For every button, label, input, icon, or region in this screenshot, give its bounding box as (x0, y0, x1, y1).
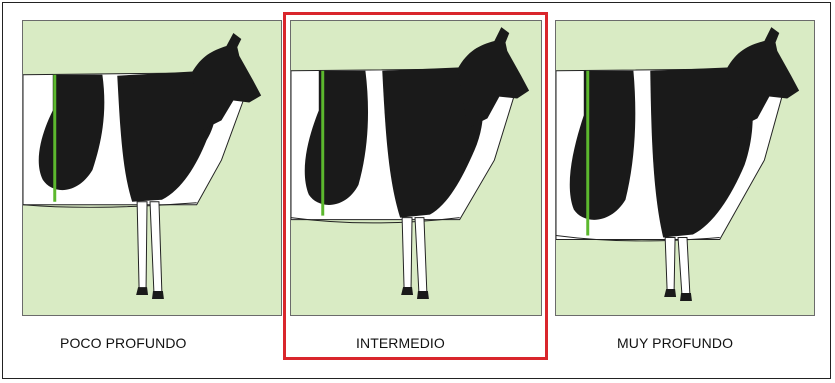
label-poco-profundo: POCO PROFUNDO (60, 335, 187, 351)
cow-shallow-illustration (23, 33, 262, 299)
panel-intermedio (290, 20, 542, 316)
label-muy-profundo: MUY PROFUNDO (617, 335, 734, 351)
selected-highlight-box (283, 12, 548, 360)
panel-poco-profundo (22, 20, 282, 316)
label-intermedio: INTERMEDIO (356, 335, 445, 351)
panel-muy-profundo (555, 20, 815, 316)
cow-intermediate-illustration (291, 27, 530, 299)
cow-deep-illustration (556, 27, 800, 301)
